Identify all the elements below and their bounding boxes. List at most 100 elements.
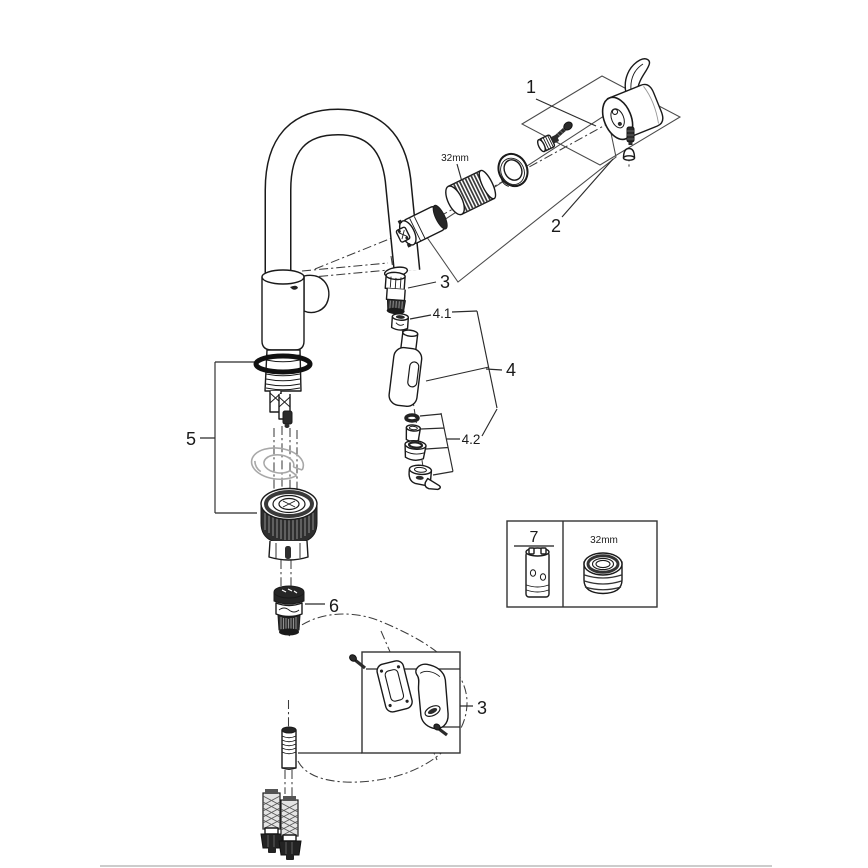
holder-box-3 (298, 651, 473, 754)
connector-ring-lines (389, 276, 402, 289)
nozzle-slot (415, 475, 424, 480)
spray-nozzle (408, 464, 441, 491)
hose-nipple (282, 410, 293, 425)
callout-labels: 1 2 3 32mm 4.1 4 4.2 5 6 7 32mm 3 (186, 77, 618, 718)
boxnut-inner-2 (595, 559, 611, 569)
supply-hoses (260, 789, 302, 860)
bracket-4-2 (419, 408, 498, 476)
callout-boxes (423, 75, 682, 283)
dome-cap-base (622, 155, 636, 161)
leader-2 (561, 158, 614, 218)
nozzle-tab (424, 477, 441, 491)
cartridge-end (432, 204, 448, 230)
hose-right-braid (280, 802, 299, 837)
spring-coils (281, 735, 297, 755)
handle-adapter (536, 134, 559, 153)
head-neck-top (402, 329, 419, 338)
valve-hole (395, 315, 405, 319)
leader-1 (535, 98, 597, 127)
temp-indicator-mark (290, 285, 298, 290)
holder-screw-bottom (433, 723, 448, 737)
hose-end-lines (284, 700, 293, 800)
plate-cutout (384, 669, 405, 702)
connector-bottom (386, 307, 405, 315)
connector-top (281, 726, 297, 734)
spray-connector (384, 271, 407, 315)
housing-band (405, 450, 425, 455)
set-screw-tip (628, 142, 633, 145)
coupling-marks (281, 588, 298, 594)
face-notch-2 (406, 242, 412, 248)
tool-hole-1 (529, 569, 537, 577)
escutcheon-ring (497, 152, 529, 188)
plate-hole-3 (388, 703, 392, 708)
connector-knurl-lines (389, 300, 403, 313)
bracket-5 (200, 361, 257, 514)
callout-7-label: 7 (530, 529, 539, 546)
screw-top-head (349, 654, 357, 662)
face-notch-1 (397, 219, 403, 225)
nozzle-ring (413, 466, 427, 473)
nut32-end (478, 169, 497, 200)
holder-screw-top (349, 654, 366, 670)
hose-loop-line (288, 613, 468, 783)
quick-coupling (273, 585, 305, 636)
nut-slot (285, 546, 291, 559)
coupling-top (273, 585, 305, 599)
nut32-face (445, 185, 466, 216)
clip-body (415, 663, 449, 730)
nut-center-detail (282, 500, 296, 508)
o-ring (253, 353, 313, 375)
nut-skirt-lines (275, 543, 301, 558)
stem-cross (398, 230, 408, 240)
hose-right-collar (282, 834, 297, 842)
callout-1-label: 1 (526, 77, 536, 97)
screw-head (563, 121, 573, 131)
callout-box-2 (423, 113, 617, 283)
cartridge-nut-size-label: 32mm (441, 153, 469, 164)
callout-2-label: 2 (551, 216, 561, 236)
stem-dot-1 (397, 229, 401, 233)
holder-plate (376, 660, 413, 713)
callout-3-spray-label: 3 (440, 272, 450, 292)
leader-3-spray (407, 281, 437, 289)
spout-collar (261, 269, 305, 285)
set-screw-and-cap (622, 126, 636, 161)
coupling-bottom (279, 628, 299, 636)
callout-6-label: 6 (329, 596, 339, 616)
cartridge-axis-line (314, 224, 425, 270)
nut-inner-ring-2 (278, 497, 300, 511)
lever-handle (601, 58, 664, 141)
parts-box-7 (506, 520, 658, 608)
hose-right-nut (278, 840, 302, 856)
hose-left-braid (262, 795, 281, 830)
hose-left (262, 792, 281, 830)
valve-slot (395, 322, 405, 326)
coupling-knurl-lines (280, 617, 297, 633)
box-nut-size-label: 32mm (590, 535, 618, 546)
spout-fill (266, 109, 419, 298)
tool-hole-2 (539, 573, 547, 581)
spray-head (388, 329, 423, 408)
supply-pipes (269, 391, 293, 428)
nozzle-top (408, 464, 433, 476)
set-screw (626, 126, 635, 143)
mousseur-insert (405, 424, 422, 443)
boxnut-ring (586, 554, 620, 574)
plate-hole-2 (396, 665, 401, 669)
bracket-4 (476, 310, 498, 409)
set-screw-bands (627, 130, 634, 140)
washer-outer (250, 447, 305, 481)
plate-hole-1 (379, 669, 384, 673)
hose-center-line-b (301, 269, 390, 279)
pipe-right-hatch (278, 396, 291, 408)
cartridge-nut (445, 169, 497, 216)
cartridge-bands (409, 216, 426, 242)
coupling-wave (278, 607, 300, 613)
housing-ring (407, 441, 424, 449)
hose-right-tip (286, 854, 294, 860)
tool-notch-2 (540, 547, 547, 555)
adapter-face (536, 138, 546, 153)
clip-top-line (419, 670, 441, 678)
